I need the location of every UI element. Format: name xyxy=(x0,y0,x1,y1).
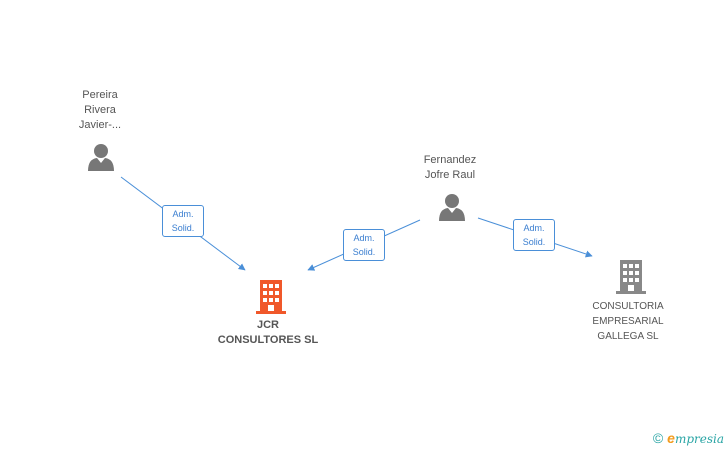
edge-label: Adm. Solid. xyxy=(162,205,204,237)
edge-label-line: Solid. xyxy=(171,223,195,233)
person-name-line: Rivera xyxy=(84,104,116,116)
building-icon[interactable] xyxy=(616,260,646,294)
person-name-line: Fernandez xyxy=(423,154,477,166)
brand-footer[interactable]: ©empresia xyxy=(653,430,724,446)
edge-label-line: Solid. xyxy=(522,237,546,247)
edge-label-line: Adm. xyxy=(172,209,194,219)
company-node-label[interactable]: JCR CONSULTORES SL xyxy=(196,318,340,348)
person-node-label[interactable]: Pereira Rivera Javier-... xyxy=(60,88,140,133)
person-icon[interactable] xyxy=(88,144,114,171)
person-name-line: Pereira xyxy=(82,89,118,101)
edge-label: Adm. Solid. xyxy=(343,229,385,261)
copyright-icon: © xyxy=(652,430,664,446)
company-name-line: CONSULTORES SL xyxy=(217,334,319,346)
person-name-line: Jofre Raul xyxy=(424,169,476,181)
person-icon[interactable] xyxy=(439,194,465,221)
edge-label: Adm. Solid. xyxy=(513,219,555,251)
edge-label-line: Adm. xyxy=(523,223,545,233)
company-name-line: GALLEGA SL xyxy=(597,331,659,342)
company-name-line: JCR xyxy=(256,319,279,331)
building-icon[interactable] xyxy=(256,280,286,314)
company-node-label[interactable]: CONSULTORIA EMPRESARIAL GALLEGA SL xyxy=(578,299,678,344)
company-name-line: CONSULTORIA xyxy=(592,301,664,312)
edge-label-line: Solid. xyxy=(352,247,376,257)
company-name-line: EMPRESARIAL xyxy=(592,316,664,327)
person-node-label[interactable]: Fernandez Jofre Raul xyxy=(405,153,495,183)
edge-label-line: Adm. xyxy=(353,233,375,243)
person-name-line: Javier-... xyxy=(78,119,122,131)
brand-logo-initial: e xyxy=(667,430,675,446)
brand-logo-text: mpresia xyxy=(674,432,724,446)
